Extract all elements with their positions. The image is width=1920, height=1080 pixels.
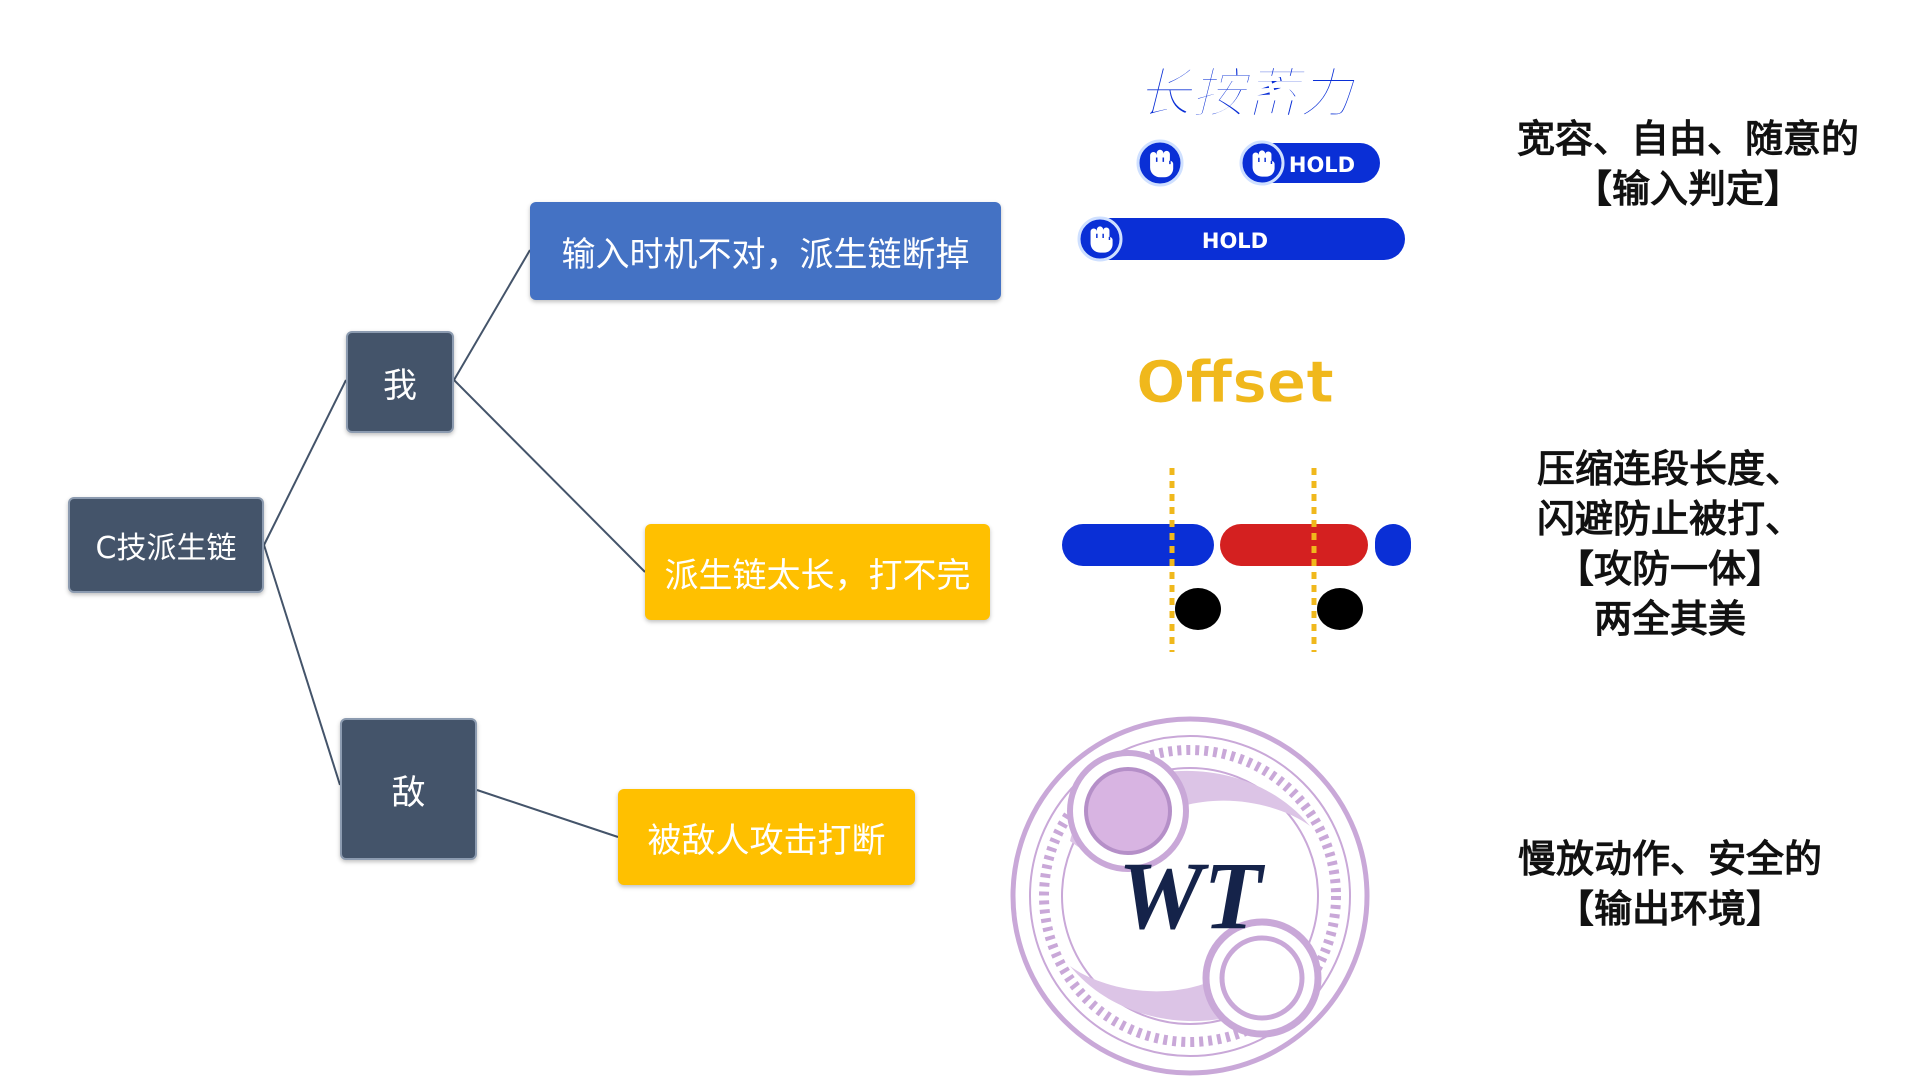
- fist-icon: [1239, 140, 1285, 186]
- dodge-dot-2: [1317, 588, 1363, 630]
- fist-icon: [1136, 139, 1184, 187]
- seal-logo-text: WT: [1118, 842, 1265, 949]
- hold-title: 长按蓄力: [1137, 62, 1358, 125]
- hold-label-long: HOLD: [1202, 229, 1268, 253]
- offset-caption-line: 两全其美: [1593, 597, 1746, 641]
- link-root-enemy: [263, 544, 341, 786]
- wt-caption-line: 【输出环境】: [1555, 887, 1784, 931]
- offset-caption: 压缩连段长度、 闪避防止被打、 【攻防一体】 两全其美: [1490, 444, 1850, 644]
- combo-segment-blue-tail: [1375, 524, 1411, 566]
- offset-caption-line: 【攻防一体】: [1555, 547, 1784, 591]
- offset-illustration: Offset: [1062, 348, 1411, 652]
- fist-icon: [1077, 216, 1123, 262]
- hold-caption-line: 宽容、自由、随意的: [1516, 117, 1859, 161]
- hold-label-short: HOLD: [1289, 153, 1355, 177]
- witch-time-seal-icon: WT: [1010, 716, 1370, 1076]
- wt-caption: 慢放动作、安全的 【输出环境】: [1490, 834, 1850, 934]
- leaf-long-node: 派生链太长，打不完: [645, 524, 990, 620]
- enemy-node: 敌: [340, 718, 477, 860]
- hold-caption: 宽容、自由、随意的 【输入判定】: [1498, 114, 1878, 214]
- leaf-timing-node: 输入时机不对，派生链断掉: [530, 202, 1001, 300]
- hold-caption-line: 【输入判定】: [1573, 167, 1802, 211]
- offset-title: Offset: [1136, 348, 1334, 416]
- offset-caption-line: 闪避防止被打、: [1536, 497, 1803, 541]
- link-root-me: [263, 379, 347, 546]
- link-me-timing: [453, 249, 531, 381]
- root-node: C技派生链: [68, 497, 264, 593]
- combo-segment-blue: [1062, 524, 1214, 566]
- hold-bar-long: HOLD: [1077, 216, 1405, 262]
- combo-segment-red: [1220, 524, 1368, 566]
- leaf-interrupt-node: 被敌人攻击打断: [618, 789, 915, 885]
- link-me-long: [453, 379, 646, 573]
- link-enemy-interrupt: [476, 789, 619, 838]
- offset-caption-line: 压缩连段长度、: [1536, 447, 1803, 491]
- hold-bar-short: HOLD: [1239, 140, 1380, 186]
- hold-charge-illustration: 长按蓄力 HOLD HOLD: [1077, 61, 1405, 262]
- dodge-dot-1: [1175, 588, 1221, 630]
- wt-caption-line: 慢放动作、安全的: [1517, 837, 1822, 881]
- me-node: 我: [346, 331, 454, 433]
